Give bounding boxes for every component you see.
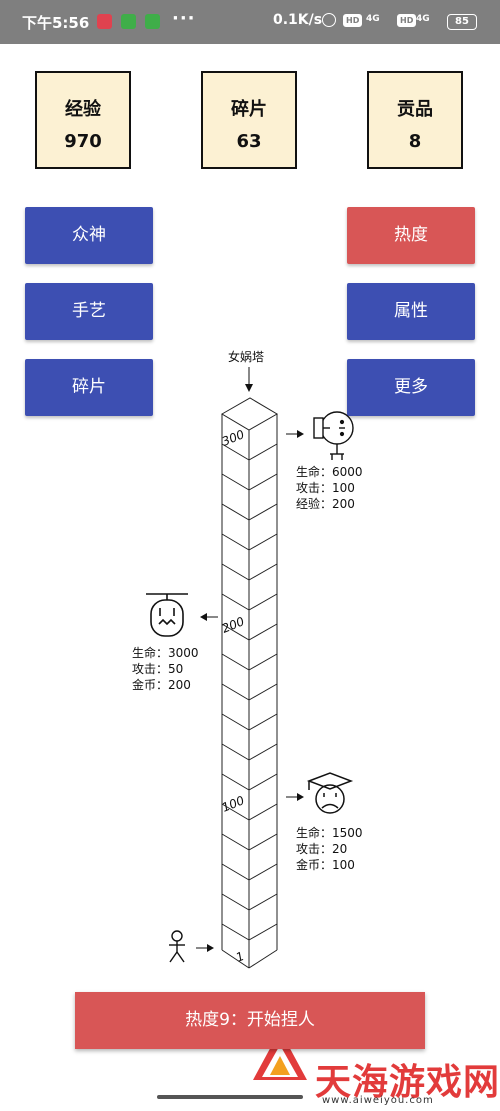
tower-floor-line: [248, 863, 278, 881]
floor-marker-300: 300: [220, 427, 247, 449]
tower-floor-line: [221, 773, 250, 791]
notification-app-icon: [121, 14, 136, 29]
tower-floor-line: [221, 893, 250, 911]
tower-floor-line: [221, 533, 250, 551]
stat-tribute: 贡品 8: [367, 71, 463, 169]
enemy-propeller-icon: [146, 593, 188, 637]
attributes-button[interactable]: 属性: [347, 283, 475, 340]
attack-text: 攻击：20: [296, 842, 348, 856]
hd-icon: HD: [397, 14, 417, 27]
gods-button[interactable]: 众神: [25, 207, 153, 264]
craft-button[interactable]: 手艺: [25, 283, 153, 340]
tower-floor-line: [221, 503, 250, 521]
enemy-graduate-icon: [306, 772, 354, 814]
tower-floor-line: [221, 653, 250, 671]
tower-floor-line: [221, 563, 250, 581]
tower-floor-line: [221, 683, 250, 701]
tower-floors: [221, 443, 278, 941]
stat-value: 970: [64, 131, 102, 152]
status-bar: 下午5:56 ··· 0.1K/s HD 4G HD 4G 85: [0, 0, 500, 44]
tower-floor-line: [221, 833, 250, 851]
tower-floor-line: [248, 623, 278, 641]
watermark-text: 天海游戏网: [315, 1062, 500, 1103]
more-button[interactable]: 更多: [347, 359, 475, 416]
signal-icon: 4G: [366, 14, 380, 24]
tower-floor-line: [248, 503, 278, 521]
enemy-stats-graduate: 生命：1500 攻击：20 金币：100: [296, 825, 363, 873]
tower-label-arrow: [245, 367, 253, 392]
tower-floor-line: [221, 863, 250, 881]
stat-value: 63: [236, 131, 262, 152]
notification-app-icon: [145, 14, 160, 29]
attack-text: 攻击：100: [296, 481, 355, 495]
tower-floor-line: [248, 713, 278, 731]
watermark-url: www.aiweiyou.com: [322, 1095, 434, 1106]
heat-button[interactable]: 热度: [347, 207, 475, 264]
enemy-stats-propeller: 生命：3000 攻击：50 金币：200: [132, 645, 199, 693]
tower-floor-line: [248, 683, 278, 701]
tower: [221, 397, 278, 969]
stat-label: 碎片: [231, 99, 267, 120]
enemy-stats-boss: 生命：6000 攻击：100 经验：200: [296, 464, 363, 512]
tower-floor-line: [248, 653, 278, 671]
tower-floor-line: [248, 593, 278, 611]
start-crafting-button[interactable]: 热度9：开始捏人: [75, 992, 425, 1049]
fragments-button[interactable]: 碎片: [25, 359, 153, 416]
tower-floor-line: [248, 803, 278, 821]
battery-icon: 85: [447, 14, 477, 30]
floor-marker-1: 1: [234, 949, 246, 965]
floor-markers: 300 200 100 1: [220, 427, 247, 965]
tower-floor-line: [221, 803, 250, 821]
arrow-icon: [297, 430, 304, 438]
home-indicator[interactable]: [157, 1095, 303, 1099]
hd-icon: HD: [343, 14, 363, 27]
arrow-icon: [297, 793, 304, 801]
network-speed: 0.1K/s: [273, 12, 323, 28]
hp-text: 生命：6000: [296, 465, 363, 479]
stat-fragments: 碎片 63: [201, 71, 297, 169]
tower-floor-line: [221, 623, 250, 641]
hp-text: 生命：1500: [296, 826, 363, 840]
stat-experience: 经验 970: [35, 71, 131, 169]
attack-text: 攻击：50: [132, 662, 184, 676]
tower-floor-line: [248, 833, 278, 851]
tower-label: 女娲塔: [228, 350, 265, 364]
tower-floor-line: [248, 533, 278, 551]
gold-text: 金币：200: [132, 678, 191, 692]
exp-text: 经验：200: [296, 497, 355, 511]
enemy-arrows: [196, 430, 304, 952]
tower-floor-line: [248, 443, 278, 461]
arrow-icon: [200, 613, 207, 621]
tower-floor-line: [248, 773, 278, 791]
tower-floor-line: [221, 473, 250, 491]
tower-floor-line: [221, 923, 250, 941]
player-stick-figure-icon: [169, 930, 185, 963]
alarm-icon: [322, 13, 336, 27]
gold-text: 金币：100: [296, 858, 355, 872]
tower-floor-line: [221, 443, 250, 461]
floor-marker-100: 100: [220, 793, 247, 815]
status-time: 下午5:56: [22, 14, 90, 32]
stat-value: 8: [408, 131, 422, 152]
tower-floor-line: [248, 923, 278, 941]
more-notifications-icon: ···: [172, 8, 196, 29]
tower-floor-line: [248, 473, 278, 491]
tower-floor-line: [248, 563, 278, 581]
arrow-icon: [207, 944, 214, 952]
tower-floor-line: [248, 743, 278, 761]
notification-app-icon: [97, 14, 112, 29]
tower-floor-line: [221, 593, 250, 611]
stat-label: 经验: [65, 99, 101, 120]
tower-floor-line: [248, 893, 278, 911]
tower-floor-line: [221, 743, 250, 761]
signal-icon: 4G: [416, 14, 430, 24]
hp-text: 生命：3000: [132, 646, 199, 660]
stat-label: 贡品: [397, 99, 433, 120]
floor-marker-200: 200: [220, 614, 247, 636]
enemy-boss-icon: [313, 411, 354, 460]
tower-floor-line: [221, 713, 250, 731]
